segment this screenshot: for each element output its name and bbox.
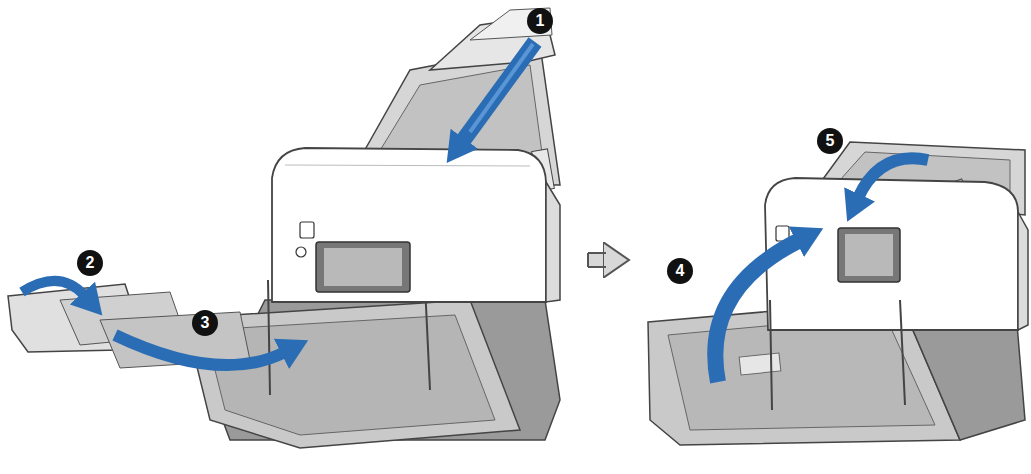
callout-number: 1 xyxy=(527,8,553,34)
callout-number: 4 xyxy=(667,258,693,284)
left-scanner xyxy=(8,8,560,448)
callout-number: 3 xyxy=(192,310,218,336)
callout-number: 5 xyxy=(817,128,843,154)
right-scanner xyxy=(648,142,1028,445)
callout-number: 2 xyxy=(77,250,103,276)
